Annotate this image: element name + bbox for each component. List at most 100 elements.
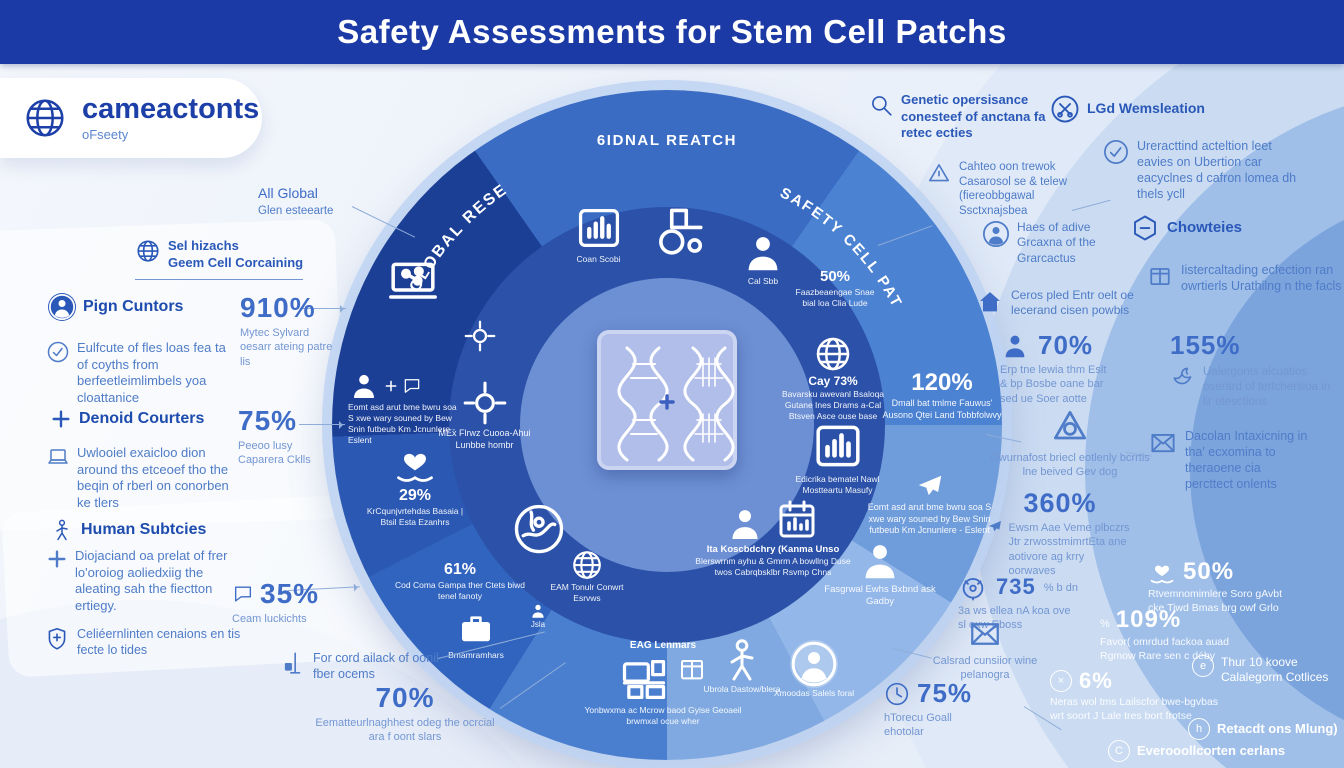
thur10-text: Thur 10 koove Calalegorm Cotlices	[1221, 655, 1329, 685]
paper-plane-icon	[987, 519, 1003, 535]
eam-caption: EAM Tonulr Conwrt Esrvws	[550, 582, 624, 604]
machine-icon	[618, 653, 670, 705]
dna-center-card	[597, 330, 737, 470]
triangle-icon	[926, 160, 952, 186]
stat-35-caption: Ceam luckichts	[232, 613, 307, 625]
everool-text: Everooollcorten cerlans	[1137, 742, 1286, 758]
calsrad-text: Calsrad cunsiior wine pelanogra	[932, 655, 1038, 682]
retacdt-note: h Retacdt ons Mlung)	[1188, 718, 1338, 740]
shield-note: Celiéernlinten cenaions en tis fecte lo …	[44, 626, 247, 658]
haes-text: Haes of adive Grcaxna of the Grarcactus	[1017, 220, 1096, 265]
ring-stat-120: 120% Dmall bat tmlme Fauwus' Ausono Qtei…	[882, 368, 1002, 421]
fasgrwal-caption: Fasgrwal Ewhs Bxbnd ask Gadby	[824, 584, 936, 608]
hands-heart-icon	[1148, 558, 1176, 586]
check-circle-icon	[1102, 138, 1130, 166]
ita-item: Ita Koscbdchry (Kanma Unso Blerswrnm ayh…	[688, 496, 858, 578]
stat-70-bottom: 70% Eematteurlnaghhest odeg the ocrcial …	[310, 682, 500, 745]
ubrola-caption: Ubrola Dastow/blera	[703, 684, 781, 694]
circle-e-icon: e	[1192, 655, 1214, 677]
cay-value: Cay 73%	[808, 374, 858, 388]
stat-50-white: 50% Rtvemnomimlere Soro gAvbt cke Tiwd B…	[1148, 558, 1283, 615]
stat-70-right-caption: Erp tne lewia thm Eslt & bp Bosbe oane b…	[1000, 364, 1107, 405]
ring-labels-svg: GLOBAL RESEARCH SAFETY CELL PATCH	[332, 90, 904, 311]
stat-35-value: 35%	[260, 578, 320, 609]
ureract-note: Ureracttind acteltion leet eavies on Ube…	[1102, 138, 1302, 202]
dacolan-text: Dacolan Intaxicning in tha' ecxomina to …	[1185, 429, 1308, 491]
pig-icon	[958, 572, 988, 602]
stem-note-text: Sel hizachs Geem Cell Corcaining	[168, 238, 303, 271]
thur10-note: e Thur 10 koove Calalegorm Cotlices	[1192, 655, 1344, 686]
calsrad-note: Calsrad cunsiior wine pelanogra	[930, 616, 1040, 683]
stat-6-caption: Neras wol tms Lailscfor bwe-bgvbas wrt s…	[1050, 696, 1219, 722]
all-global-line2: Glen esteearte	[258, 204, 334, 217]
ring-stat-61: 61% Cod Coma Gampa ther Ctets biwd tenel…	[394, 560, 526, 602]
bmam-caption: Bmamramhars	[448, 650, 504, 660]
ceros-note: Ceros pled Entr oelt oe lecerand cisen p…	[976, 288, 1141, 319]
cay-item: Cay 73% Bavarsku awevanl Bsaloqa Gutane …	[774, 334, 892, 422]
human-heading: Human Subtcies	[50, 518, 206, 542]
globe-icon	[22, 95, 68, 141]
stat-360-caption: Ewsm Aae Veme plbczrs Jtr zrwosstmimrtEt…	[1008, 522, 1130, 577]
iv-stand-icon	[280, 650, 306, 676]
person-icon	[1000, 331, 1030, 361]
cal-sbb-label: Cal Sbb	[747, 276, 779, 286]
fasgrwal-item: Fasgrwal Ewhs Bxbnd ask Gadby	[820, 538, 940, 609]
persons-caption: Eomt asd arut bme bwru soa S xwe wary so…	[348, 402, 457, 446]
ring-stat-29: 29% KrCqunjvrtehdas Basaia | Btsil Esta …	[360, 442, 470, 528]
recycle-icon	[1048, 405, 1092, 449]
stat-155-value: 155%	[1170, 330, 1241, 360]
cahteo-text: Cahteo oon trewok Casarosol se & telew (…	[959, 161, 1068, 218]
ring-stat-61-value: 61%	[443, 561, 477, 578]
stem-sub: Geem Cell Corcaining	[168, 254, 304, 270]
lgd-note: LGd Wemsleation	[1050, 94, 1205, 124]
crosshair-card-icon	[460, 378, 510, 428]
plus-icon	[384, 379, 398, 393]
ring-label-global-research: GLOBAL RESEARCH	[332, 90, 509, 295]
cay-caption: Bavarsku awevanl Bsaloqa Gutane Ines Dra…	[781, 389, 885, 422]
ring-stat-29-caption: KrCqunjvrtehdas Basaia | Btsil Esta Ezan…	[366, 506, 464, 528]
human-title: Human Subtcies	[81, 520, 207, 538]
stat-75-left-caption: Peeoo lusy Caparera Cklls	[238, 440, 311, 467]
person-icon	[348, 370, 380, 402]
xmoodas-caption: Xmoodas Salels foral	[773, 688, 855, 698]
globe-icon	[135, 238, 161, 264]
logo-subtitle: oFseety	[82, 126, 129, 142]
edicrika-caption: Edicrika bematel Nawl Mostteartu Masufy	[795, 474, 880, 496]
ring-stat-120-value: 120%	[911, 369, 973, 396]
pign-heading: Pign Cuntors	[48, 293, 183, 321]
stat-70-right: 70% Erp tne lewia thm Eslt & bp Bosbe oa…	[1000, 330, 1112, 406]
denoid-body-note: Uwlooiel exaicloo dion around ths etceoe…	[46, 445, 242, 512]
dacolan-note: Dacolan Intaxicning in tha' ecxomina to …	[1148, 428, 1310, 492]
stat-910-caption: Mytec Sylvard oesarr ateing patre lis	[240, 327, 333, 368]
plus-icon	[46, 548, 68, 570]
stat-109-caption: Favor( omrdud fackoa auad Rgmow Rare sen…	[1100, 636, 1229, 662]
eam-item: EAM Tonulr Conwrt Esrvws	[537, 548, 637, 604]
flame-icon	[402, 376, 422, 396]
stat-6-value: 6%	[1079, 668, 1113, 693]
envelope-icon	[967, 616, 1003, 652]
lgd-text: LGd Wemsleation	[1087, 100, 1205, 117]
edicrika-item: Edicrika bematel Nawl Mostteartu Masufy	[780, 418, 895, 496]
stat-70-bottom-value: 70%	[375, 682, 435, 713]
person-icon	[857, 538, 903, 584]
ring-stat-61-caption: Cod Coma Gampa ther Ctets biwd tenel fan…	[395, 580, 525, 602]
ring-stat-120-caption: Dmall bat tmlme Fauwus' Ausono Qtei Land…	[882, 398, 1002, 420]
bar-chart-card-icon	[573, 202, 625, 254]
person-ring-icon	[982, 220, 1010, 248]
stat-155: 155% Ualergonts alcuatios oserard of ter…	[1170, 330, 1338, 410]
stat-155-caption: Ualergonts alcuatios oserard of tertcher…	[1203, 366, 1331, 408]
eag-caption: Yonbwxma ac Mcrow baod Gyise Geoaeil brw…	[584, 704, 742, 726]
human-body: Diojaciand oa prelat of frer lo'oroiog a…	[75, 548, 228, 613]
stat-75-right-caption: hTorecu Goall ehotolar	[884, 712, 952, 739]
recycle-caption: Owurnafost briecl eotlenly bcrrtis lne b…	[990, 452, 1150, 479]
stat-35: 35% Ceam luckichts	[232, 578, 319, 626]
all-global-note: All Global Glen esteearte	[258, 185, 333, 219]
stat-70-bottom-caption: Eematteurlnaghhest odeg the ocrcial ara …	[315, 717, 495, 744]
ring-label-top: 6IDNAL REATCH	[596, 132, 738, 149]
bar-chart-card-icon	[810, 418, 866, 474]
stat-50-white-value: 50%	[1183, 558, 1235, 585]
denoid-title: Denoid Courters	[79, 409, 205, 427]
genetic-text: Genetic opersisance conesteef of anctana…	[901, 92, 1046, 141]
clock-icon	[884, 681, 910, 707]
